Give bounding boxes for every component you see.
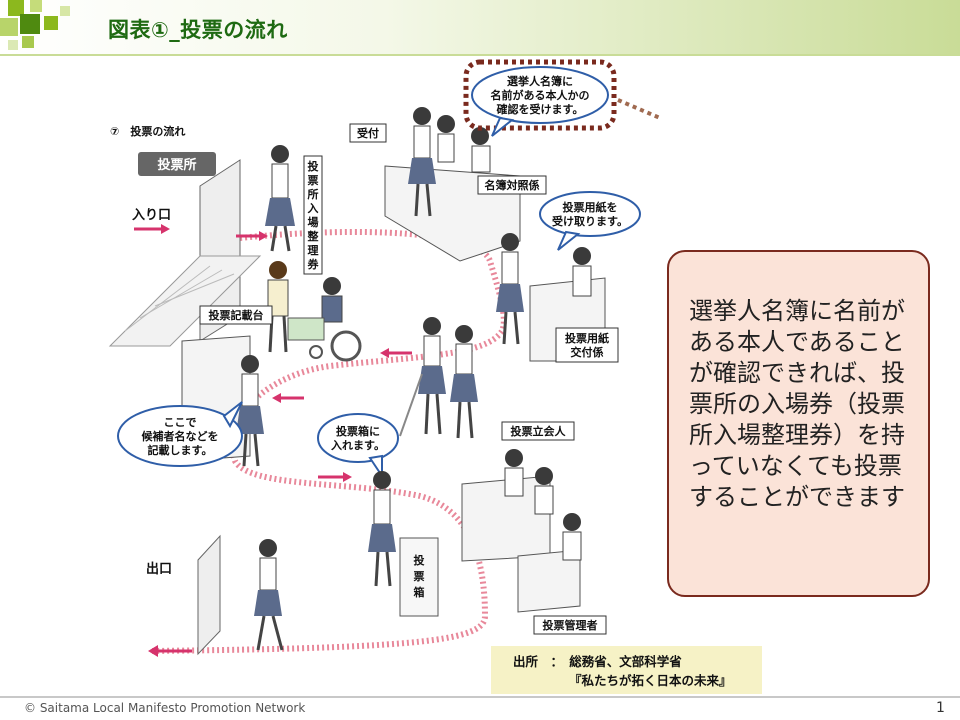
vertical-char: 票 [308,174,319,187]
polling-station-sign [138,152,216,176]
roster-clerk-label: 名簿対照係 [485,178,540,192]
bubble-line: ここで [164,416,197,429]
box-manager-label: 投票管理者 [543,618,598,632]
confirm-bubble-highlight [463,59,617,131]
ballot-box-label: 投票箱 [414,553,425,599]
ballot-clerk-label-box [555,327,619,363]
copyright-text: © Saitama Local Manifesto Promotion Netw… [24,701,306,715]
voter-figure [450,325,478,439]
reception-label: 受付 [357,126,379,140]
observer-label-box [501,421,575,441]
source-line-2: 『私たちが拓く日本の未来』 [569,673,732,688]
source-box: 出所 ： 総務省、文部科学省 『私たちが拓く日本の未来』 [491,646,762,694]
box-manager-label-box [533,615,607,635]
vertical-char: 箱 [414,585,425,599]
voter-figure [265,145,295,252]
callout-connector [617,98,660,120]
bubble-line: 受け取ります。 [552,214,628,228]
receive-bubble-text: 投票用紙を受け取ります。 [552,200,628,228]
arrow-right-icon [318,472,352,482]
bubble-line: 名前がある本人かの [491,88,590,102]
clerk-figure [437,115,455,163]
vertical-char: 理 [308,244,319,257]
clerk-figure [562,513,582,561]
confirm-bubble-text: 選挙人名簿に名前がある本人かの確認を受けます。 [491,74,590,116]
footer-divider [0,696,960,698]
observer-label: 投票立会人 [511,424,567,438]
logo-squares-icon [0,0,70,50]
bubble-line: 投票箱に [336,424,380,438]
voter-figure [368,471,396,587]
bubble-line: 候補者名などを [142,429,219,443]
vertical-char: 票 [414,570,425,583]
writing-table [287,317,325,341]
vertical-char: 入 [308,202,319,215]
voter-figure [399,317,446,437]
write-bubble-text: ここで候補者名などを記載します。 [142,416,219,457]
entrance-label: 入り口 [132,208,171,223]
arrow-left-icon [380,348,412,358]
ballot-box [399,537,439,617]
voter-figure [236,355,264,467]
slide-header: 図表①_投票の流れ [0,0,960,54]
vertical-char: 整 [307,229,319,243]
header-divider [0,54,960,56]
bubble-line: 確認を受けます。 [497,102,584,116]
clerk-figure [534,467,554,515]
writing-desk-label: 投票記載台 [209,308,264,322]
wheelchair-voter-figure [309,277,362,362]
voter-figure [496,233,524,345]
voter-figure [254,539,284,651]
bubble-line: 入れます。 [331,439,385,452]
write-bubble [117,401,243,467]
clerk-figure [504,449,524,497]
vertical-char: 所 [308,187,319,201]
source-line-1: 出所 ： 総務省、文部科学省 [513,654,682,669]
vertical-char: 投 [308,159,319,173]
vertical-char: 場 [308,215,319,229]
page-title: 図表①_投票の流れ [108,18,288,42]
manager-desk [517,549,581,613]
page-number: 1 [936,700,945,716]
vertical-char: 投 [414,553,425,567]
polling-station-label: 投票所 [157,157,196,173]
arrow-right-icon [134,224,170,234]
voter-figure [408,107,436,217]
explanation-callout: 選挙人名簿に名前がある本人であることが確認できれば、投票所の入場券（投票所入場整… [667,250,930,597]
clerk-figure [471,127,491,173]
bubble-line: 記載します。 [148,443,213,457]
insert-bubble-text: 投票箱に入れます。 [331,424,385,452]
ticket-label-box [303,155,323,275]
reception-label-box [349,123,387,143]
writing-desk-label-box [199,305,273,325]
arrow-left-icon [272,393,304,403]
voting-flow-diagram: ⑦ 投票の流れ 投票所 入り口 投票所入場整理券 受付 名簿対照係 [108,59,660,657]
confirm-bubble [471,66,609,137]
exit-wall [197,534,221,656]
ballot-clerk-label-2: 交付係 [571,345,604,359]
ticket-label: 投票所入場整理券 [307,159,320,271]
diagram-heading: ⑦ 投票の流れ [110,124,185,138]
ballot-clerk-label-1: 投票用紙 [565,331,609,345]
vertical-char: 券 [307,257,320,271]
insert-bubble [317,413,399,480]
receive-bubble [539,191,641,251]
assistant-figure [267,261,289,353]
exit-label: 出口 [146,561,172,577]
bubble-line: 投票用紙を [563,200,618,214]
clerk-figure [572,247,592,297]
bubble-line: 選挙人名簿に [507,74,573,88]
roster-clerk-label-box [477,175,547,195]
arrow-right-icon [236,231,268,241]
callout-text: 選挙人名簿に名前がある本人であることが確認できれば、投票所の入場券（投票所入場整… [689,297,905,511]
arrow-left-icon [148,645,192,657]
